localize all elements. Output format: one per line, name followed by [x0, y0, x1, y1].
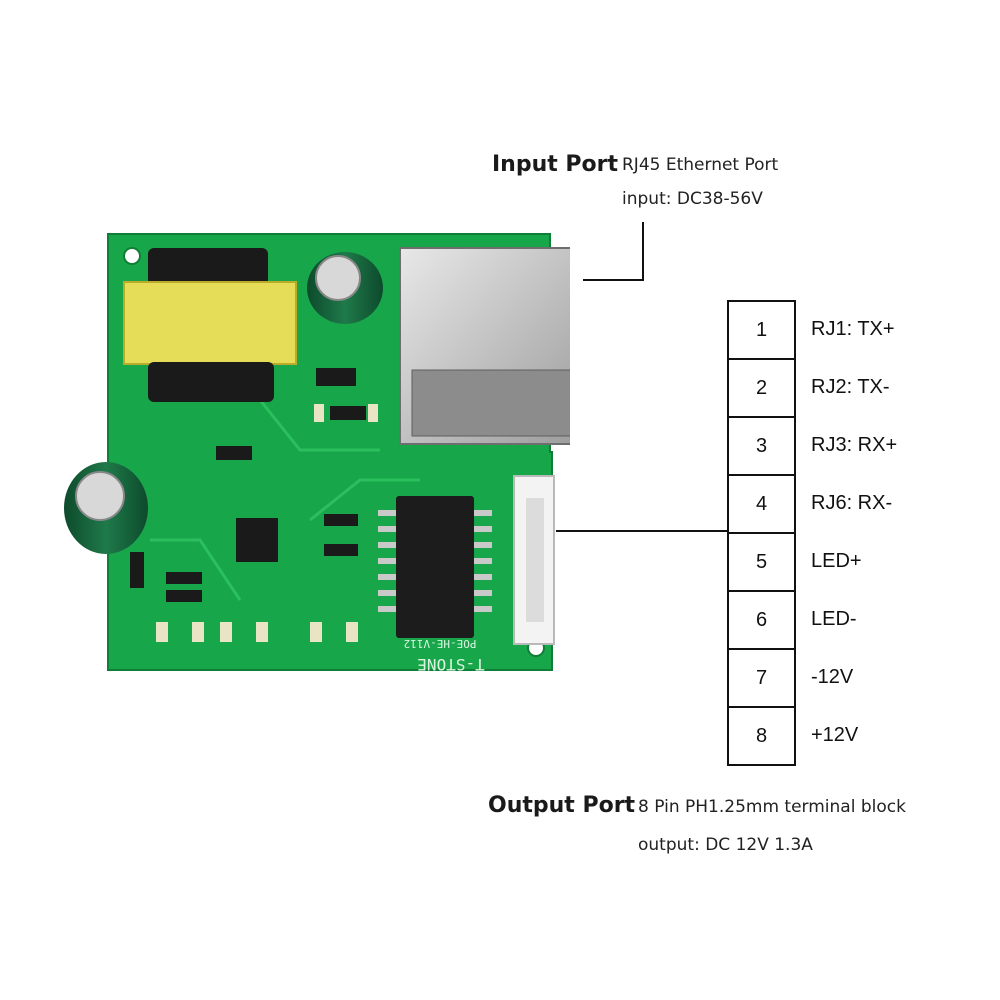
mounting-hole: [123, 247, 141, 265]
pin-label: RJ3: RX+: [811, 434, 898, 456]
chip-main: [396, 496, 474, 638]
pin-number: 1: [729, 302, 794, 360]
output-port-desc-2: output: DC 12V 1.3A: [638, 835, 813, 855]
pin-number: 6: [729, 592, 794, 650]
terminal-block-inner: [526, 498, 544, 622]
pin-label: LED-: [811, 608, 857, 630]
trace: [309, 478, 420, 522]
silkscreen-model: POE-HE-V112: [403, 637, 477, 650]
ic-u1: [236, 518, 278, 562]
rj45-opening: [411, 369, 570, 437]
pin-number: 7: [729, 650, 794, 708]
pin-number: 8: [729, 708, 794, 766]
smd-components: [130, 368, 366, 602]
input-leader-line: [583, 222, 644, 281]
pin-label: RJ1: TX+: [811, 318, 895, 340]
smd-pads: [156, 404, 378, 642]
pin-label: RJ6: RX-: [811, 492, 893, 514]
pin-label: -12V: [811, 666, 854, 688]
output-port-desc-1: 8 Pin PH1.25mm terminal block: [638, 797, 906, 817]
pin-number: 4: [729, 476, 794, 534]
output-port-title: Output Port: [488, 793, 636, 818]
transformer-core-bottom: [148, 362, 274, 402]
pin-label: RJ2: TX-: [811, 376, 890, 398]
transformer-core-top: [148, 248, 268, 288]
capacitor-top-cap: [315, 255, 361, 301]
input-port-title: Input Port: [492, 152, 619, 177]
pin-label: +12V: [811, 724, 859, 746]
pcb-board: [64, 233, 570, 671]
pin-label: LED+: [811, 550, 862, 572]
pin-table: 1 2 3 4 5 6 7 8: [727, 300, 796, 766]
input-port-desc-2: input: DC38-56V: [622, 189, 763, 209]
capacitor-left-cap: [75, 471, 125, 521]
chip-pins: [378, 510, 492, 612]
input-port-desc-1: RJ45 Ethernet Port: [622, 155, 779, 175]
transformer-body: [123, 281, 297, 365]
trace: [150, 538, 242, 601]
pin-number: 3: [729, 418, 794, 476]
pin-number: 5: [729, 534, 794, 592]
pin-number: 2: [729, 360, 794, 418]
silkscreen-brand: T-STONE: [417, 655, 485, 674]
